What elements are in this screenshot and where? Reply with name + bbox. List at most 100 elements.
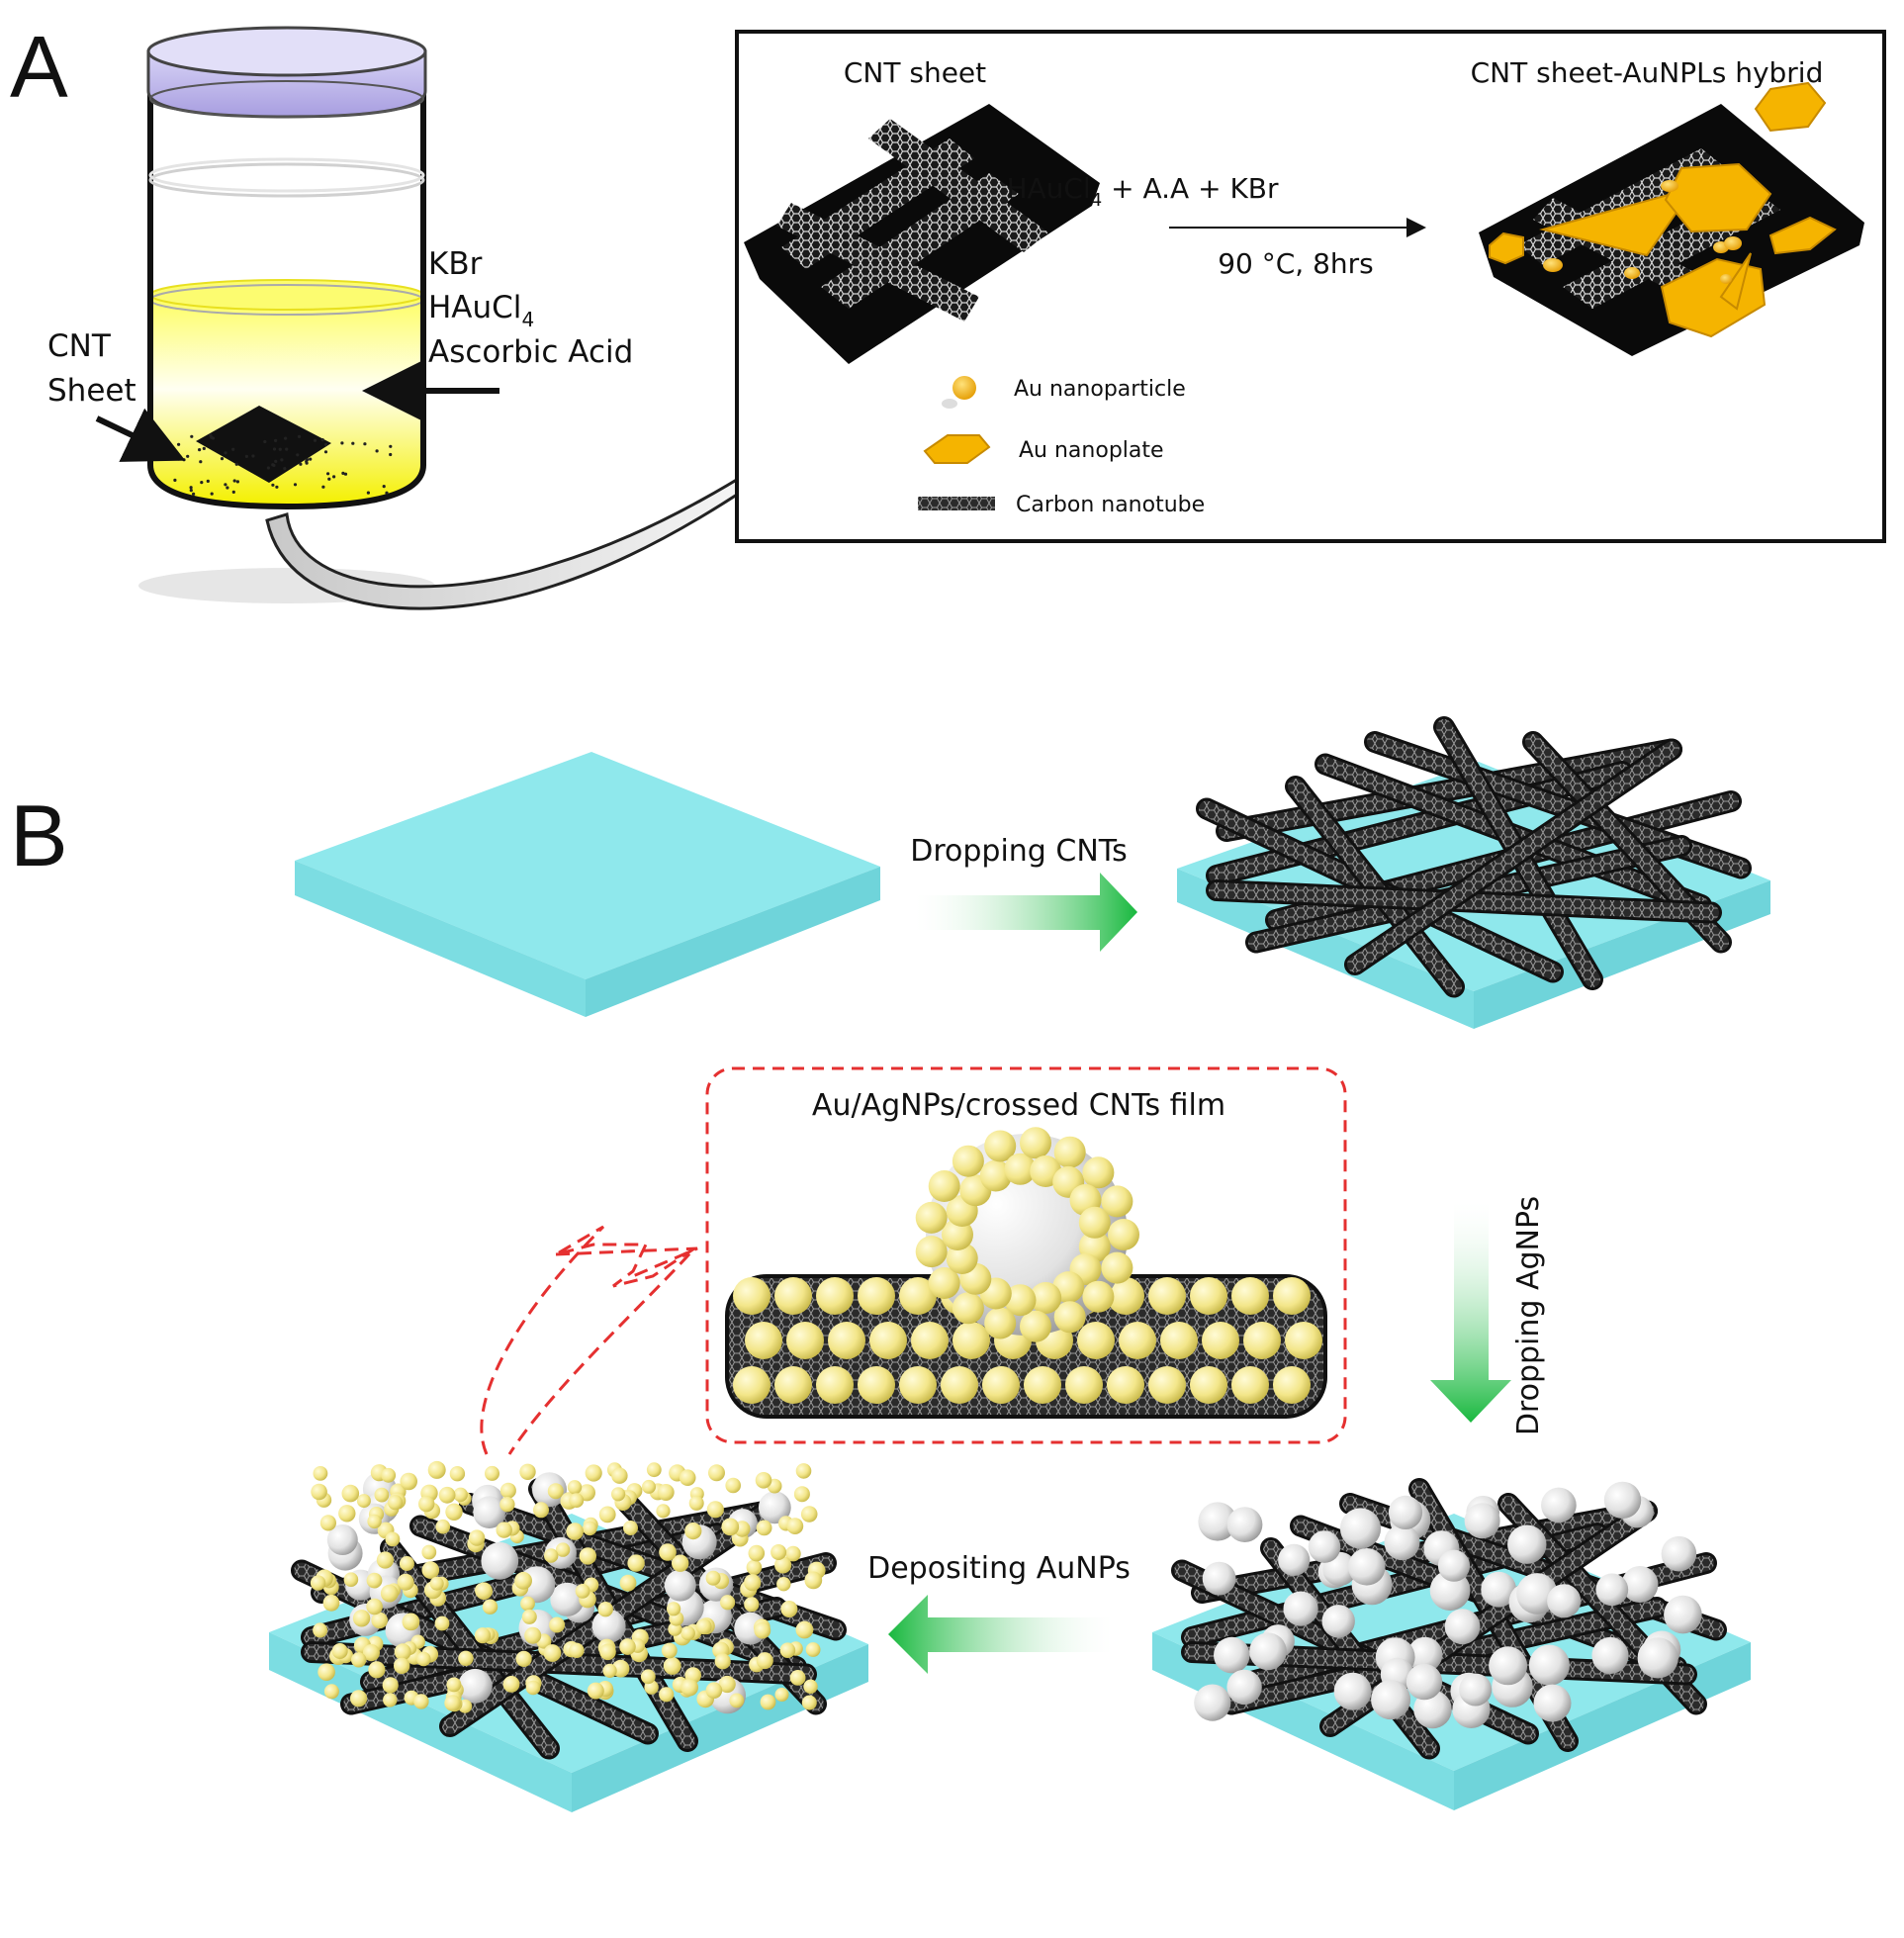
au-nanoparticle [311, 1483, 327, 1501]
au-nanoparticle [708, 1464, 725, 1482]
vial-particle [232, 479, 236, 483]
ag-nanoparticle [1278, 1543, 1311, 1576]
au-nanoparticle [656, 1504, 671, 1519]
inset-au-sphere [1160, 1322, 1198, 1359]
au-nanoparticle [672, 1554, 689, 1572]
au-nanoparticle [385, 1531, 401, 1547]
legend: Au nanoparticle Au nanoplate Carbon nano… [918, 376, 1205, 517]
ag-nanoparticle [481, 1541, 519, 1580]
au-nanoparticle [416, 1651, 431, 1667]
inset-au-sphere [774, 1366, 812, 1404]
au-nanoparticle [705, 1682, 723, 1699]
au-nanoplate-icon [923, 434, 991, 464]
au-nanoparticle [688, 1495, 704, 1511]
au-nanoparticle [756, 1652, 773, 1670]
vial-particle [321, 485, 325, 489]
vial-particle [366, 491, 370, 495]
au-nanoparticle [579, 1547, 596, 1565]
inset-au-sphere [899, 1277, 937, 1315]
au-nanoparticle [646, 1462, 662, 1478]
vial-particle [198, 448, 202, 452]
ag-nanoparticle [1249, 1632, 1287, 1671]
au-nanoparticle [543, 1644, 562, 1662]
reaction-vial [138, 26, 435, 603]
au-nanoparticle [640, 1669, 656, 1685]
ag-nanoparticle [1528, 1644, 1570, 1686]
inset-au-sphere [1243, 1322, 1281, 1359]
au-nanoparticle [706, 1501, 724, 1519]
ag-nanoparticle [1489, 1646, 1528, 1686]
inset-au-sphere [899, 1366, 937, 1404]
au-nanoparticle [352, 1610, 371, 1627]
au-nanoparticle [374, 1487, 390, 1503]
inset-au-sphere [786, 1322, 824, 1359]
vial-particle [186, 454, 190, 458]
au-nanoparticle [427, 1460, 446, 1479]
vial-particle [271, 463, 275, 467]
au-nanoparticle [575, 1584, 590, 1599]
inset-au-shell-sphere [952, 1145, 984, 1177]
vial-particle [244, 454, 248, 458]
ag-nanoparticle [1664, 1595, 1702, 1634]
vial-particle [326, 472, 330, 476]
ag-nanoparticle [1444, 1609, 1481, 1645]
au-nanoparticle [785, 1545, 801, 1562]
ag-nanoparticle [473, 1496, 506, 1528]
vial-particle [271, 483, 275, 487]
vial-particle [210, 492, 214, 496]
au-nanoparticle [331, 1643, 348, 1659]
vial-particle [313, 438, 317, 442]
vial-particle [182, 458, 186, 462]
au-nanoparticle [680, 1625, 695, 1641]
au-nanoparticle [569, 1493, 585, 1509]
carbon-nanotube-mesh [1209, 764, 1630, 883]
ag-nanoparticle [1321, 1605, 1355, 1638]
vial-particle [235, 480, 239, 484]
au-nanoparticle [438, 1486, 456, 1504]
ag-nanoparticle [1661, 1535, 1697, 1572]
vial-particle [224, 451, 227, 455]
vial-particle [274, 459, 278, 463]
gold-nanoparticles [1543, 180, 1742, 284]
inset-au-shell-sphere [984, 1307, 1017, 1339]
au-nanoparticle [705, 1570, 721, 1586]
inset-au-shell-sphere [1030, 1282, 1062, 1314]
vial-particle [324, 442, 328, 447]
au-nanoparticle [421, 1561, 440, 1579]
ag-nanoparticle [1333, 1672, 1372, 1710]
reagent-haucl-base: HAuCl [1006, 172, 1090, 205]
au-nanoparticle [619, 1574, 637, 1592]
au-nanoparticle [429, 1576, 444, 1591]
inset-au-sphere [1190, 1277, 1227, 1315]
au-nanoparticle [587, 1682, 604, 1700]
inset-au-shell-sphere [1101, 1251, 1133, 1284]
au-nanoparticle [317, 1663, 335, 1681]
au-nanoparticle [599, 1643, 616, 1661]
vial-particle [332, 475, 336, 479]
ag-nanoparticle [1541, 1487, 1577, 1523]
au-nanoparticle [695, 1618, 712, 1635]
zoom-dashed-arrow [480, 1225, 696, 1455]
au-nanoparticle [362, 1644, 380, 1662]
ag-nanoparticle [1459, 1673, 1493, 1707]
vial-particle [206, 479, 210, 483]
reaction-conditions: 90 °C, 8hrs [1218, 247, 1374, 280]
vial-particle [200, 481, 204, 485]
vial-label-haucl4: HAuCl4 [428, 290, 534, 331]
au-nanoparticle [521, 1609, 537, 1624]
au-nanoparticle [623, 1521, 638, 1535]
ag-nanoparticle [1507, 1524, 1547, 1564]
inset-illustration [725, 1127, 1327, 1419]
au-nanoparticle [356, 1494, 371, 1509]
cnt-sheet-title: CNT sheet [844, 56, 986, 89]
au-nanoparticle [514, 1571, 532, 1590]
vial-particle [389, 444, 393, 448]
au-nanoparticle [720, 1595, 736, 1611]
ag-nanoparticle [1226, 1669, 1262, 1706]
au-nanoparticle [394, 1643, 411, 1661]
vial-label-ascorbic-acid: Ascorbic Acid [428, 334, 633, 370]
au-nanoparticle [611, 1487, 626, 1502]
inset-au-sphere [869, 1322, 907, 1359]
reaction-reagents: HAuCl4 + A.A + KBr [1006, 172, 1279, 211]
